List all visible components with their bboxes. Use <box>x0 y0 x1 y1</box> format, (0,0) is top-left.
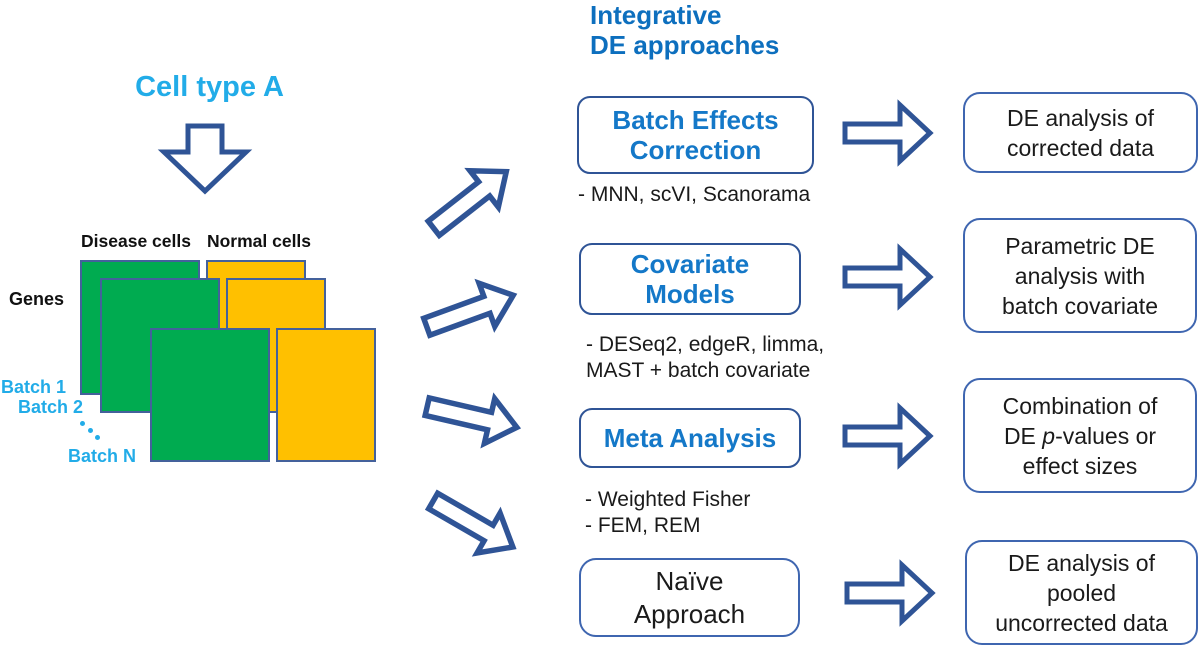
batch-effects-title-line1: Batch Effects <box>612 105 779 135</box>
result-covariate-line1: Parametric DE <box>1005 232 1155 259</box>
genes-label: Genes <box>9 289 65 309</box>
page-title: Integrative DE approaches <box>590 0 890 60</box>
result-arrow-naive-icon <box>844 559 936 627</box>
result-covariate-line3: batch covariate <box>1002 292 1158 319</box>
fan-arrow-batch-effects-icon <box>424 167 510 240</box>
page-title-line1: Integrative <box>590 0 722 30</box>
batch-2-label: Batch 2 <box>18 397 84 417</box>
batch-n-label: Batch N <box>68 446 137 466</box>
covariate-models-box: Covariate Models <box>579 243 801 315</box>
result-box-meta: Combination of DE p-values or effect siz… <box>963 378 1197 493</box>
result-naive-line3: uncorrected data <box>995 609 1168 636</box>
batchN-normal-matrix <box>276 328 376 462</box>
covariate-title-line1: Covariate <box>630 249 750 279</box>
batchN-disease-matrix <box>150 328 270 462</box>
result-meta-line1: Combination of <box>1002 392 1158 419</box>
meta-tools-line2: - FEM, REM <box>585 514 701 537</box>
cell-type-label: Cell type A <box>135 71 284 103</box>
fan-arrow-naive-icon <box>424 489 517 557</box>
covariate-tools: - DESeq2, edgeR, limma, MAST + batch cov… <box>586 332 824 384</box>
down-arrow-icon <box>157 123 253 195</box>
result-naive-line1: DE analysis of <box>1007 549 1155 576</box>
result-box-covariate: Parametric DE analysis with batch covari… <box>963 218 1197 333</box>
result-arrow-covariate-icon <box>842 243 934 311</box>
fan-arrow-meta-icon <box>421 392 522 449</box>
page-title-line2: DE approaches <box>590 30 780 60</box>
naive-title-line1: Naïve <box>655 565 724 596</box>
normal-cells-label: Normal cells <box>206 231 312 251</box>
covariate-tools-line2: MAST + batch covariate <box>586 359 811 382</box>
result-box-naive: DE analysis of pooled uncorrected data <box>965 540 1198 645</box>
result-box-batch-effects: DE analysis of corrected data <box>963 92 1198 173</box>
p-value-italic: p <box>1042 422 1056 449</box>
batch-effects-correction-box: Batch Effects Correction <box>577 96 814 174</box>
result-arrow-batch-effects-icon <box>842 99 934 167</box>
meta-analysis-box: Meta Analysis <box>579 408 801 468</box>
disease-cells-label: Disease cells <box>81 231 191 251</box>
covariate-title-line2: Models <box>645 279 735 309</box>
result-meta-line2: DE p-values or <box>1003 422 1157 449</box>
fan-arrow-covariate-icon <box>420 278 518 339</box>
naive-title-line2: Approach <box>633 598 746 629</box>
result-arrow-meta-icon <box>842 402 934 470</box>
naive-approach-box: Naïve Approach <box>579 558 800 637</box>
result-covariate-line2: analysis with <box>1014 262 1146 289</box>
result-meta-line3: effect sizes <box>1022 452 1138 479</box>
result-batch-effects-line2: corrected data <box>1006 134 1155 161</box>
batch-1-label: Batch 1 <box>1 377 67 397</box>
covariate-tools-line1: - DESeq2, edgeR, limma, <box>586 333 825 356</box>
meta-tools-line1: - Weighted Fisher <box>585 488 751 511</box>
batch-effects-tools: - MNN, scVI, Scanorama <box>578 183 811 206</box>
result-naive-line2: pooled <box>1046 579 1117 606</box>
result-batch-effects-line1: DE analysis of <box>1006 104 1154 131</box>
batch-effects-title-line2: Correction <box>629 135 762 165</box>
meta-tools: - Weighted Fisher - FEM, REM <box>585 487 750 539</box>
meta-title: Meta Analysis <box>603 423 777 453</box>
